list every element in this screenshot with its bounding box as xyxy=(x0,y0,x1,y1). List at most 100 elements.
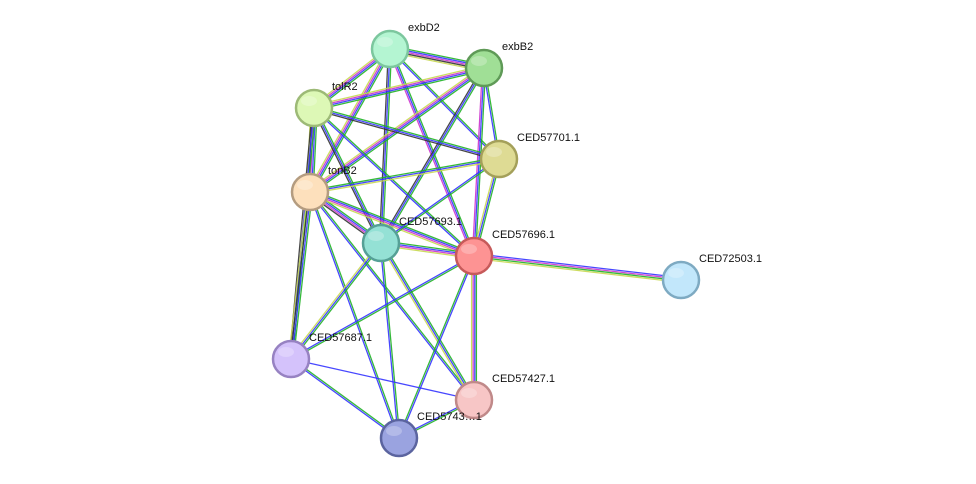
edge-line xyxy=(380,157,499,243)
edge-line xyxy=(399,256,476,439)
node-CED57701.1[interactable]: CED57701.1 xyxy=(479,132,580,179)
edge-line xyxy=(314,106,384,243)
node-circle[interactable] xyxy=(290,172,330,212)
edge-line xyxy=(311,49,393,194)
node-highlight xyxy=(301,96,317,106)
edge-line xyxy=(473,256,681,282)
node-highlight xyxy=(486,147,502,157)
node-label: CED57427.1 xyxy=(492,373,555,385)
edge-line xyxy=(380,242,475,401)
edge-line xyxy=(310,191,476,400)
edge-tonB2-CED57696.1 xyxy=(308,189,476,259)
edge-line xyxy=(313,108,499,162)
edge-line xyxy=(308,48,390,192)
edge-line xyxy=(381,241,476,400)
node-label: CED72503.1 xyxy=(699,253,762,265)
node-CED72503.1[interactable]: CED72503.1 xyxy=(661,253,762,300)
node-highlight xyxy=(461,388,477,398)
edge-line xyxy=(310,189,476,255)
node-CED57427.1[interactable]: CED57427.1 xyxy=(454,373,555,420)
node-label: exbD2 xyxy=(408,22,440,34)
node-label: tolR2 xyxy=(332,81,358,93)
node-circle[interactable] xyxy=(379,418,419,458)
edge-CED57693.1-CED57427.1 xyxy=(379,241,476,402)
edge-line xyxy=(313,107,382,244)
edge-line xyxy=(314,105,500,159)
node-label: CED57693.1 xyxy=(399,216,462,228)
edge-CED57696.1-CED57427.1 xyxy=(470,256,478,400)
edge-line xyxy=(308,65,483,191)
edge-line xyxy=(308,193,474,259)
node-CED57687.1[interactable]: CED57687.1 xyxy=(271,332,372,379)
edge-line xyxy=(289,191,310,359)
node-circle[interactable] xyxy=(370,29,410,69)
node-highlight xyxy=(377,37,393,47)
edge-tonB2-CED57427.1 xyxy=(308,191,476,401)
edge-line xyxy=(381,242,401,438)
edge-line xyxy=(291,243,383,361)
node-highlight xyxy=(461,244,477,254)
edge-exbB2-CED57693.1 xyxy=(379,66,486,245)
node-highlight xyxy=(471,56,487,66)
node-highlight xyxy=(368,231,384,241)
node-CED57693.1[interactable]: CED57693.1 xyxy=(361,216,462,263)
node-circle[interactable] xyxy=(271,339,311,379)
edge-CED57701.1-CED57693.1 xyxy=(380,157,500,245)
node-CED57696.1[interactable]: CED57696.1 xyxy=(454,229,555,276)
edge-exbB2-tolR2 xyxy=(313,65,485,111)
node-circle[interactable] xyxy=(464,48,504,88)
edge-CED57693.1-CED57431.1 xyxy=(379,242,401,439)
edge-line xyxy=(474,252,682,279)
edge-CED57693.1-CED57687.1 xyxy=(289,241,383,361)
edge-line xyxy=(314,68,485,110)
edge-line xyxy=(309,158,500,193)
edge-line xyxy=(291,357,400,438)
edge-tonB2-CED57431.1 xyxy=(308,191,401,439)
edge-line xyxy=(314,69,485,111)
edge-CED57696.1-CED72503.1 xyxy=(473,252,682,284)
node-circle[interactable] xyxy=(294,88,334,128)
node-circle[interactable] xyxy=(361,223,401,263)
node-circle[interactable] xyxy=(661,260,701,300)
node-exbB2[interactable]: exbB2 xyxy=(464,41,533,88)
edge-line xyxy=(313,108,474,258)
node-exbD2[interactable]: exbD2 xyxy=(370,22,440,69)
edge-tolR2-CED57701.1 xyxy=(313,105,500,162)
edge-CED57687.1-CED57427.1 xyxy=(290,358,475,401)
node-label: CED5743…1 xyxy=(417,411,482,423)
network-edges xyxy=(287,45,682,440)
node-tonB2[interactable]: tonB2 xyxy=(290,165,357,212)
node-highlight xyxy=(668,268,684,278)
node-circle[interactable] xyxy=(454,236,494,276)
edge-line xyxy=(313,65,484,107)
edge-line xyxy=(287,191,309,359)
edge-line xyxy=(291,256,475,361)
edge-line xyxy=(379,243,474,402)
edge-line xyxy=(308,192,474,401)
edge-line xyxy=(474,254,682,280)
edge-line xyxy=(310,190,475,256)
edge-line xyxy=(290,359,399,440)
node-circle[interactable] xyxy=(454,380,494,420)
node-highlight xyxy=(386,426,402,436)
edge-line xyxy=(311,108,381,245)
node-label: CED57701.1 xyxy=(517,132,580,144)
node-label: exbB2 xyxy=(502,41,533,53)
node-CED57431.1[interactable]: CED5743…1 xyxy=(379,411,482,458)
node-tolR2[interactable]: tolR2 xyxy=(294,81,358,128)
edge-exbD2-CED57693.1 xyxy=(378,48,393,244)
edge-line xyxy=(289,241,381,359)
edge-line xyxy=(314,106,475,256)
edge-line xyxy=(381,159,500,245)
edge-line xyxy=(291,192,312,360)
node-highlight xyxy=(278,347,294,357)
node-circle[interactable] xyxy=(479,139,519,179)
edge-line xyxy=(290,242,382,360)
edge-line xyxy=(397,255,474,438)
edge-line xyxy=(313,107,500,160)
edge-tonB2-CED57701.1 xyxy=(309,156,500,195)
edge-line xyxy=(380,67,485,244)
edge-line xyxy=(290,358,475,401)
